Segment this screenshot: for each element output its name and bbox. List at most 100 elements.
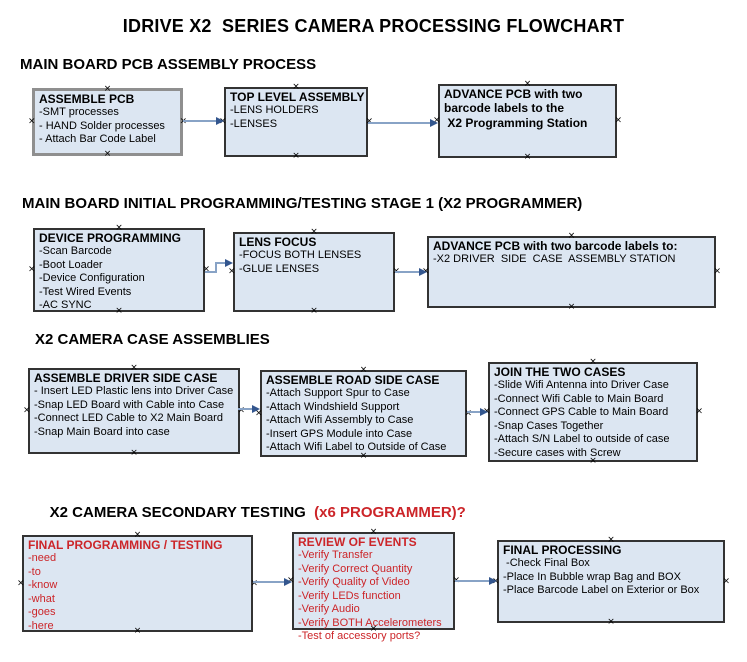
box-line: -AC SYNC xyxy=(39,299,92,311)
connection-anchor-icon: × xyxy=(23,405,31,416)
box-line: -Test of accessory ports? xyxy=(298,630,421,642)
box-line: -Verify BOTH Accelerometers xyxy=(298,616,442,629)
box-lines: - Insert LED Plastic lens into Driver Ca… xyxy=(34,385,235,439)
box-line: -Attach Support Spur to Case xyxy=(266,387,410,399)
box-line: -X2 DRIVER SIDE CASE ASSEMBLY STATION xyxy=(433,253,676,265)
box-line: -Place Barcode Label on Exterior or Box xyxy=(503,584,700,596)
box-line: -what xyxy=(28,592,55,605)
box-line: -Slide Wifi Antenna into Driver Case xyxy=(494,379,669,391)
connection-anchor-icon: × xyxy=(103,149,112,159)
box-title: JOIN THE TWO CASES xyxy=(494,365,626,379)
box-lines: -LENS HOLDERS-LENSES xyxy=(230,104,363,131)
box-title: ASSEMBLE PCB xyxy=(39,92,135,106)
flow-box-assemble-pcb: ASSEMBLE PCB -SMT processes- HAND Solder… xyxy=(28,85,187,159)
flow-box-assemble-driver-side-case: ASSEMBLE DRIVER SIDE CASE - Insert LED P… xyxy=(23,364,245,458)
box-line: -Attach S/N Label to outside of case xyxy=(494,433,670,445)
box-title: ASSEMBLE DRIVER SIDE CASE xyxy=(34,371,218,385)
box-lines: -Check Final Box-Place In Bubble wrap Ba… xyxy=(503,557,720,598)
flow-box-final-processing: FINAL PROCESSING -Check Final Box-Place … xyxy=(492,536,730,627)
box-title: FINAL PROCESSING xyxy=(503,543,622,557)
box-line: -need xyxy=(28,552,57,564)
box-title: LENS FOCUS xyxy=(239,235,317,249)
box-line: -Snap Main Board into case xyxy=(34,425,170,438)
flow-box-join-the-two-cases: JOIN THE TWO CASES -Slide Wifi Antenna i… xyxy=(483,358,703,466)
box-line: -Connect LED Cable to X2 Main Board xyxy=(34,412,223,424)
box-line: - HAND Solder processes xyxy=(39,119,165,132)
box-lines: -Slide Wifi Antenna into Driver Case-Con… xyxy=(494,379,693,460)
box-line: -to xyxy=(28,565,41,578)
box-lines: -need-to-know-what-goes-here xyxy=(28,552,248,633)
box-line: -Connect Wifi Cable to Main Board xyxy=(494,392,664,405)
box-line: -Attach Wifi Assembly to Case xyxy=(266,414,414,426)
arrowhead-icon xyxy=(225,259,233,267)
box-line: -SMT processes xyxy=(39,106,119,118)
arrowhead-icon xyxy=(430,119,438,127)
section-header-pcb-assembly: MAIN BOARD PCB ASSEMBLY PROCESS xyxy=(20,56,317,73)
box-line: barcode labels to the xyxy=(444,101,565,115)
section-header-black-text: X2 CAMERA SECONDARY TESTING xyxy=(49,504,310,521)
box-lines: -Attach Support Spur to Case-Attach Wind… xyxy=(266,387,462,455)
box-line: -Place In Bubble wrap Bag and BOX xyxy=(503,570,681,583)
box-line: -Verify Audio xyxy=(298,603,360,615)
box-line: - Insert LED Plastic lens into Driver Ca… xyxy=(34,385,234,397)
flow-box-lens-focus: LENS FOCUS -FOCUS BOTH LENSES-GLUE LENSE… xyxy=(228,228,400,316)
box-line: -know xyxy=(28,579,58,591)
connection-anchor-icon: × xyxy=(607,617,615,627)
box-line: -GLUE LENSES xyxy=(239,262,320,275)
flow-box-assemble-road-side-case: ASSEMBLE ROAD SIDE CASE -Attach Support … xyxy=(255,366,472,461)
box-line: X2 Programming Station xyxy=(444,116,588,130)
box-line: -Check Final Box xyxy=(503,557,590,569)
connection-anchor-icon: × xyxy=(292,151,300,161)
connection-anchor-icon: × xyxy=(310,306,318,316)
connection-anchor-icon: × xyxy=(567,302,576,312)
connection-anchor-icon: × xyxy=(130,448,138,458)
box-line: -Verify Quality of Video xyxy=(298,576,410,588)
flow-box-advance-pcb-driver-side: ADVANCE PCB with two barcode labels to: … xyxy=(422,232,721,312)
connection-anchor-icon: × xyxy=(722,576,730,586)
flow-box-final-programming-testing: FINAL PROGRAMMING / TESTING -need-to-kno… xyxy=(17,531,258,636)
box-line: -LENSES xyxy=(230,117,278,130)
connection-anchor-icon: × xyxy=(228,266,236,277)
box-lines: -Scan Barcode-Boot Loader-Device Configu… xyxy=(39,245,200,313)
section-header-secondary-testing: X2 CAMERA SECONDARY TESTING (x6 PROGRAMM… xyxy=(33,487,466,538)
box-line: -here xyxy=(28,619,54,632)
box-title: ASSEMBLE ROAD SIDE CASE xyxy=(266,373,440,387)
box-line: -Secure cases with Screw xyxy=(494,446,621,459)
box-lines: -Verify Transfer-Verify Correct Quantity… xyxy=(298,549,450,644)
box-line: -Attach Wifi Label to Outside of Case xyxy=(266,441,447,453)
arrowhead-icon xyxy=(419,268,427,276)
box-title: TOP LEVEL ASSEMBLY xyxy=(230,90,365,104)
box-title: FINAL PROGRAMMING / TESTING xyxy=(28,538,223,552)
box-line: -Boot Loader xyxy=(39,258,103,271)
box-title: ADVANCE PCB with two barcode labels to: xyxy=(433,239,678,253)
box-line: -Test Wired Events xyxy=(39,285,132,298)
connection-anchor-icon: × xyxy=(179,117,187,127)
box-line: -Connect GPS Cable to Main Board xyxy=(494,406,669,418)
arrowhead-icon xyxy=(489,577,497,585)
connection-anchor-icon: × xyxy=(523,152,532,162)
section-header-initial-programming: MAIN BOARD INITIAL PROGRAMMING/TESTING S… xyxy=(22,195,583,212)
box-title: DEVICE PROGRAMMING xyxy=(39,231,182,245)
box-lines: -FOCUS BOTH LENSES-GLUE LENSES xyxy=(239,249,390,276)
box-line: -Device Configuration xyxy=(39,272,145,284)
box-line: -Insert GPS Module into Case xyxy=(266,427,413,440)
page-title: IDRIVE X2 SERIES CAMERA PROCESSING FLOWC… xyxy=(122,16,625,36)
arrowhead-icon xyxy=(284,578,292,586)
flow-box-device-programming: DEVICE PROGRAMMING -Scan Barcode-Boot Lo… xyxy=(28,224,210,316)
flow-box-top-level-assembly: TOP LEVEL ASSEMBLY -LENS HOLDERS-LENSES … xyxy=(219,83,373,161)
connection-anchor-icon: × xyxy=(28,264,36,275)
section-header-red-text: (x6 PROGRAMMER)? xyxy=(309,504,466,521)
box-line: -Scan Barcode xyxy=(39,245,112,257)
connection-anchor-icon: × xyxy=(17,578,25,588)
box-line: -Verify LEDs function xyxy=(298,589,401,602)
connection-anchor-icon: × xyxy=(28,116,36,127)
box-title: ADVANCE PCB with two xyxy=(444,87,583,101)
box-lines: barcode labels to the X2 Programming Sta… xyxy=(444,101,612,131)
box-line: -Snap Cases Together xyxy=(494,419,604,432)
arrowhead-icon xyxy=(252,405,260,413)
box-line: -Verify Correct Quantity xyxy=(298,562,413,575)
box-line: -LENS HOLDERS xyxy=(230,104,319,116)
connection-anchor-icon: × xyxy=(695,406,703,417)
connection-anchor-icon: × xyxy=(202,264,210,275)
